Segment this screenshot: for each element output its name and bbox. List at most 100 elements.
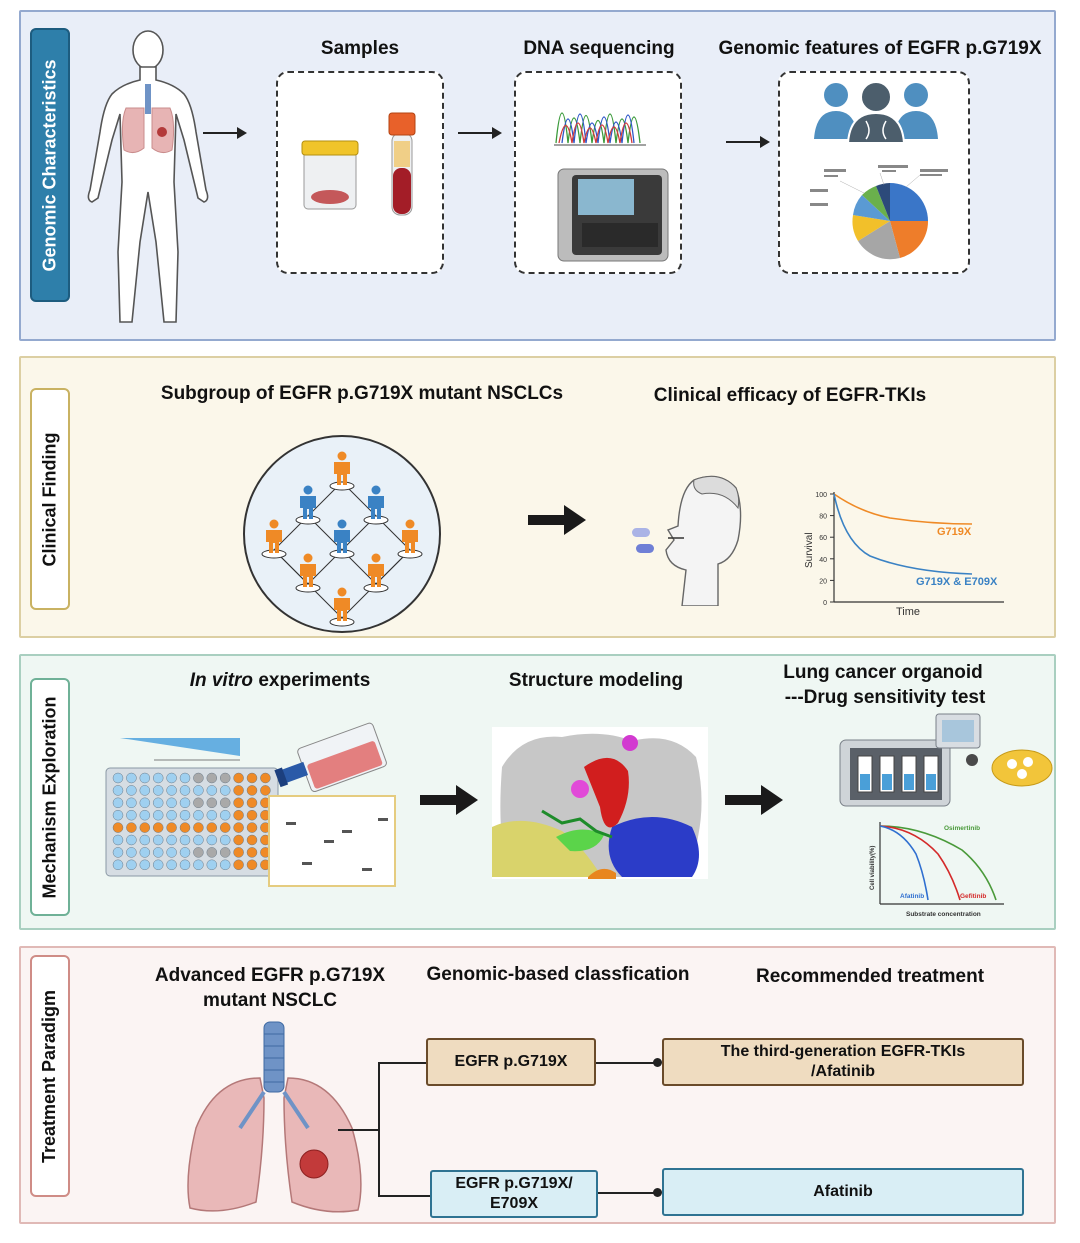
viability-x-label: Substrate concentration <box>906 911 981 918</box>
plate-well <box>233 809 244 821</box>
plate-well <box>166 834 177 846</box>
class-g719x-box: EGFR p.G719X <box>426 1038 596 1086</box>
plate-well <box>152 809 164 821</box>
curve-g719x <box>833 493 973 525</box>
tree-trunk <box>338 1129 380 1131</box>
plate-well <box>152 859 164 871</box>
plate-well <box>219 822 231 833</box>
person-icon <box>329 587 355 627</box>
plate-well <box>139 772 151 784</box>
plate-well <box>179 797 191 809</box>
plate-well <box>219 847 231 858</box>
plate-well <box>246 785 258 796</box>
dna-sequencing-title: DNA sequencing <box>523 38 675 59</box>
plate-well <box>233 859 244 871</box>
in-vitro-rest: experiments <box>253 670 371 691</box>
plate-well <box>166 809 177 821</box>
arrow-to-efficacy <box>528 505 586 535</box>
plate-well <box>233 785 244 796</box>
plate-well <box>139 847 151 858</box>
connector-top-dot <box>653 1058 662 1067</box>
plate-well <box>126 859 137 871</box>
plate-well <box>139 797 151 809</box>
plate-well <box>246 809 258 821</box>
plate-well <box>233 822 244 833</box>
plate-well <box>219 772 231 784</box>
label-gefitinib: Gefitinib <box>960 893 986 900</box>
dna-sequencing-box <box>514 71 682 274</box>
plate-well <box>126 809 137 821</box>
subgroup-title: Subgroup of EGFR p.G719X mutant NSCLCs <box>160 383 564 404</box>
survival-y-label: Survival <box>804 532 815 568</box>
plate-well <box>166 822 177 833</box>
plate-well <box>260 785 271 796</box>
plate-well <box>193 822 204 833</box>
plate-well <box>246 859 258 871</box>
arrow-to-organoid <box>725 785 783 815</box>
plate-well <box>112 809 124 821</box>
recommendation-1-line1: The third-generation EGFR-TKIs <box>720 1043 966 1060</box>
samples-title: Samples <box>320 38 400 59</box>
plate-well <box>206 809 218 821</box>
survival-y-tick-label: 100 <box>815 492 827 499</box>
plate-well <box>126 822 137 833</box>
plate-well <box>126 797 137 809</box>
plate-well <box>126 847 137 858</box>
survival-y-tick-label: 80 <box>819 514 827 521</box>
plate-well <box>179 834 191 846</box>
plate-well <box>179 822 191 833</box>
person-icon <box>397 519 423 559</box>
plate-well <box>152 847 164 858</box>
series-label-g719x: G719X <box>937 526 972 538</box>
plate-well <box>166 797 177 809</box>
plate-well <box>233 797 244 809</box>
organoid-title-line1: Lung cancer organoid <box>783 662 983 683</box>
plate-well <box>219 859 231 871</box>
person-icon <box>363 485 389 525</box>
curve-gefitinib <box>879 825 961 901</box>
plate-well <box>112 822 124 833</box>
sample-jar-and-blood-tube <box>301 112 416 216</box>
plate-well <box>152 785 164 796</box>
plate-well <box>260 772 271 784</box>
plate-well <box>246 797 258 809</box>
plate-well <box>193 809 204 821</box>
plate-well <box>206 797 218 809</box>
plate-well <box>139 822 151 833</box>
plate-well <box>126 785 137 796</box>
series-label-g719x-e709x: G719X & E709X <box>916 576 998 588</box>
plate-well <box>206 785 218 796</box>
plate-well <box>112 834 124 846</box>
person-icon <box>295 553 321 593</box>
tree-branch-bottom <box>378 1195 430 1197</box>
plate-well <box>179 785 191 796</box>
plate-well <box>112 785 124 796</box>
arrow-to-structure <box>420 785 478 815</box>
curve-afatinib <box>879 825 929 901</box>
tree-branch-top <box>378 1062 426 1064</box>
well-plate-illustration <box>105 738 279 877</box>
curve-g719x-e709x <box>833 493 973 575</box>
plate-well <box>246 847 258 858</box>
person-icon <box>261 519 287 559</box>
class-g719x-e709x-line2: E709X <box>489 1195 539 1212</box>
plate-well <box>246 834 258 846</box>
plate-well <box>179 809 191 821</box>
person-icon <box>363 553 389 593</box>
survival-y-tick-label: 20 <box>819 578 827 585</box>
plate-well <box>206 822 218 833</box>
plate-well <box>166 785 177 796</box>
recommendation-2-box: Afatinib <box>662 1168 1024 1216</box>
patient-network-illustration <box>243 435 441 633</box>
plate-well <box>139 859 151 871</box>
plate-well <box>112 847 124 858</box>
protein-structure-model <box>492 727 708 879</box>
plate-well <box>152 797 164 809</box>
efficacy-title: Clinical efficacy of EGFR-TKIs <box>653 385 927 406</box>
drug-viability-chart: Cell viability(%) Substrate concentratio… <box>870 822 1004 918</box>
plate-well <box>219 797 231 809</box>
treatment-paradigm-label: Treatment Paradigm <box>30 955 70 1197</box>
in-vitro-italic: In vitro <box>189 670 254 691</box>
plate-well <box>152 772 164 784</box>
